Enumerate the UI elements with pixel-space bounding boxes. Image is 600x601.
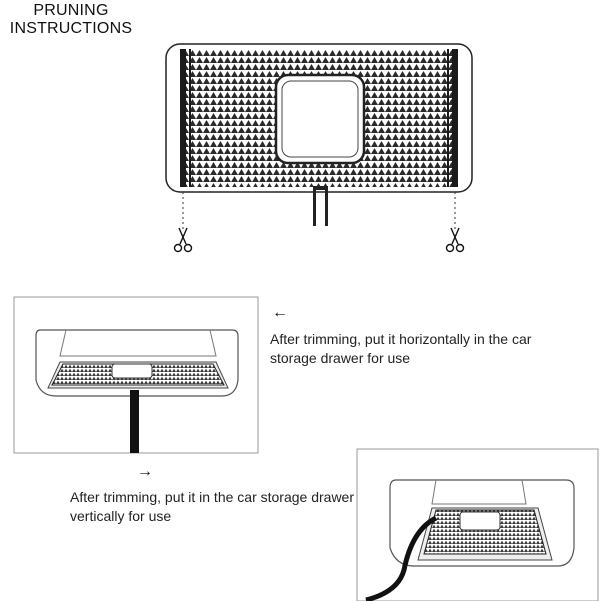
scissors-icon: [445, 227, 465, 253]
caption-horizontal: After trimming, put it horizontally in t…: [270, 331, 532, 366]
drawer-photo-horizontal: [13, 296, 259, 454]
mat-window-small: [459, 511, 501, 531]
mat-diagram: [165, 43, 473, 226]
cable: [130, 390, 139, 453]
left-arrow-icon: ←: [272, 304, 288, 321]
mat-right-strip-inner: [447, 49, 449, 187]
drawer-inner: [431, 479, 527, 505]
scissors-icon: [173, 227, 193, 253]
drawer-photo-vertical: [356, 448, 599, 601]
mat-left-strip: [180, 49, 186, 187]
mat-left-strip-inner: [189, 49, 191, 187]
drawer-inner: [59, 329, 217, 357]
mat-in-drawer: [423, 509, 547, 555]
caption-vertical: After trimming, put it in the car storag…: [70, 489, 354, 524]
mat-right-strip: [452, 49, 458, 187]
title-line-1: PRUNING: [33, 2, 109, 19]
mat-window-inner: [281, 80, 359, 158]
cable: [365, 515, 438, 601]
right-arrow-icon: →: [137, 463, 153, 480]
mat-tab-top: [313, 186, 328, 190]
page-title: PRUNING INSTRUCTIONS: [2, 2, 140, 38]
title-line-2: INSTRUCTIONS: [9, 20, 133, 37]
mat-tab-right: [325, 186, 328, 226]
mat-tab-left: [313, 186, 316, 226]
mat-window-small: [111, 363, 153, 379]
